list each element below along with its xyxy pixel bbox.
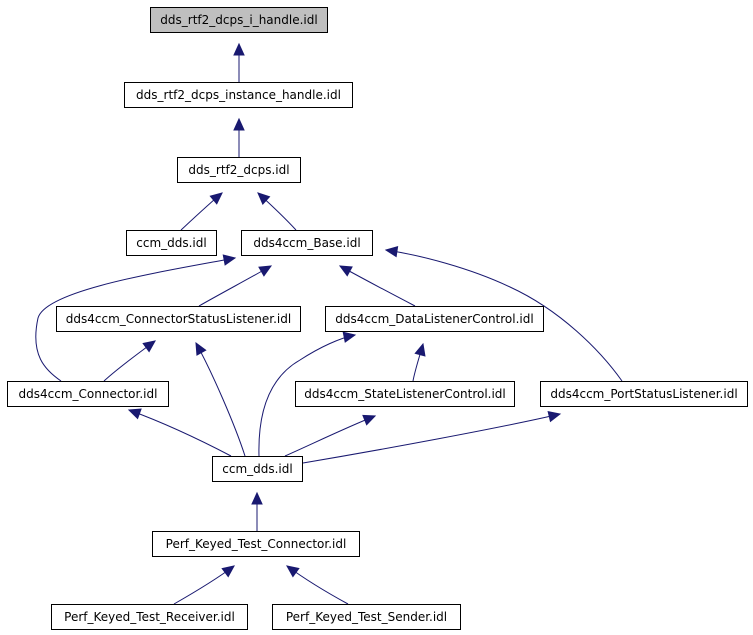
edge-dds4ccm_base-to-dds_rtf2_dcps	[257, 192, 297, 231]
edge-connector-to-connector_status	[103, 340, 156, 382]
edge-arrowhead	[142, 340, 156, 353]
edge-state_listener-to-data_listener	[412, 342, 426, 382]
edge-arrowhead	[258, 265, 273, 277]
node-perf-receiver[interactable]: Perf_Keyed_Test_Receiver.idl	[51, 604, 248, 630]
node-connector-status[interactable]: dds4ccm_ConnectorStatusListener.idl	[56, 306, 301, 332]
edge-dds_rtf2_dcps_instance_handle-to-dds_rtf2_dcps_i_handle	[233, 42, 245, 82]
node-ccm-dds-a[interactable]: ccm_dds.idl	[126, 230, 217, 256]
edge-arrowhead	[209, 192, 223, 205]
edge-arrowhead	[257, 192, 271, 206]
node-perf-sender[interactable]: Perf_Keyed_Test_Sender.idl	[272, 604, 461, 630]
edge-perf_receiver-to-perf_connector	[173, 565, 235, 605]
edge-line	[339, 265, 416, 307]
edge-perf_connector-to-ccm_dds_b	[251, 491, 263, 531]
edge-perf_sender-to-perf_connector	[286, 565, 349, 605]
edge-arrowhead	[286, 565, 300, 578]
node-dds-rtf2-dcps[interactable]: dds_rtf2_dcps.idl	[177, 157, 301, 183]
edge-arrowhead	[195, 341, 207, 356]
edge-arrowhead	[251, 491, 263, 505]
edge-connector-to-dds4ccm_base	[35, 254, 237, 382]
edge-arrowhead	[342, 331, 357, 343]
edge-dds_rtf2_dcps-to-dds_rtf2_dcps_instance_handle	[233, 117, 245, 157]
node-connector[interactable]: dds4ccm_Connector.idl	[7, 381, 169, 407]
edge-arrowhead	[127, 408, 142, 420]
node-dds-rtf2-dcps-i-handle[interactable]: dds_rtf2_dcps_i_handle.idl	[150, 7, 328, 33]
edge-arrowhead	[414, 342, 426, 357]
edge-line	[385, 249, 623, 382]
edge-arrowhead	[547, 410, 562, 423]
node-dds-rtf2-dcps-instance-handle[interactable]: dds_rtf2_dcps_instance_handle.idl	[124, 82, 353, 108]
edge-arrowhead	[362, 414, 377, 426]
edge-ccm_dds_b-to-connector	[127, 408, 232, 457]
node-state-listener[interactable]: dds4ccm_StateListenerControl.idl	[295, 381, 515, 407]
edge-arrowhead	[338, 265, 353, 277]
edge-ccm_dds_b-to-port_status	[302, 410, 562, 464]
node-ccm-dds-b[interactable]: ccm_dds.idl	[212, 456, 303, 482]
edge-line	[258, 334, 356, 457]
edge-arrowhead	[221, 565, 235, 578]
edge-ccm_dds_b-to-data_listener	[258, 331, 357, 457]
edge-line	[128, 409, 232, 457]
edge-line	[302, 413, 561, 464]
edge-port_status-to-dds4ccm_base	[384, 245, 623, 382]
edge-arrowhead	[222, 254, 237, 266]
edge-line	[195, 342, 246, 457]
node-dds4ccm-base[interactable]: dds4ccm_Base.idl	[241, 230, 373, 256]
edges	[35, 42, 623, 605]
edge-line	[198, 265, 272, 307]
node-data-listener[interactable]: dds4ccm_DataListenerControl.idl	[325, 306, 544, 332]
node-perf-connector[interactable]: Perf_Keyed_Test_Connector.idl	[152, 531, 360, 557]
edge-data_listener-to-dds4ccm_base	[338, 265, 416, 307]
node-port-status[interactable]: dds4ccm_PortStatusListener.idl	[540, 381, 748, 407]
edge-line	[35, 257, 236, 382]
edge-ccm_dds_b-to-state_listener	[284, 414, 377, 457]
edge-ccm_dds_b-to-connector_status	[195, 341, 246, 457]
edge-arrowhead	[233, 42, 245, 56]
edge-connector_status-to-dds4ccm_base	[198, 265, 273, 307]
edge-line	[284, 415, 376, 457]
edge-arrowhead	[384, 245, 399, 258]
edge-ccm_dds_a-to-dds_rtf2_dcps	[180, 192, 223, 231]
edge-arrowhead	[233, 117, 245, 131]
